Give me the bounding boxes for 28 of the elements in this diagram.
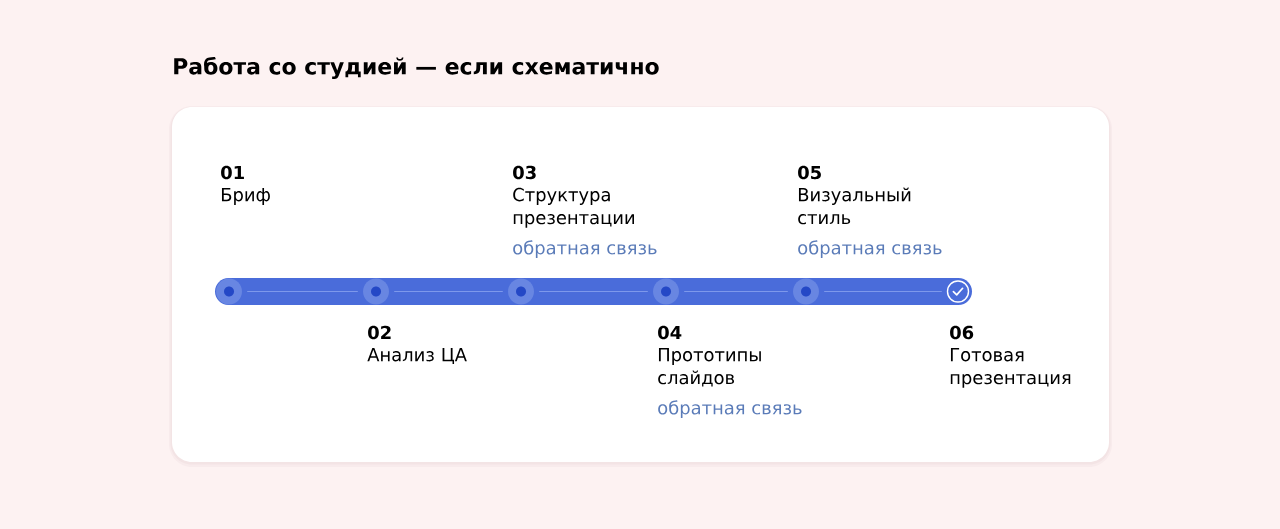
step-name: Готовая презентация	[950, 348, 1071, 388]
connector-line	[538, 291, 649, 292]
step-name: Бриф	[222, 188, 270, 205]
feedback-note: обратная связь	[798, 240, 942, 258]
step-number: 05	[798, 165, 821, 180]
feedback-note: обратная связь	[513, 240, 657, 258]
connector-line	[823, 291, 943, 292]
step-name: Прототипы слайдов	[658, 348, 761, 387]
step-number: 03	[513, 165, 536, 180]
connector-line	[246, 291, 359, 292]
step-number: 04	[658, 325, 682, 340]
step-number: 01	[221, 165, 244, 180]
title: Работа со студией — если схематично	[174, 56, 659, 80]
step-dot	[508, 278, 534, 305]
card	[169, 106, 1112, 467]
step-number: 06	[950, 325, 974, 340]
step-number: 02	[368, 325, 391, 340]
step-name: Анализ ЦА	[367, 348, 467, 364]
connector-line	[683, 291, 789, 292]
step-dot	[793, 278, 819, 305]
feedback-note: обратная связь	[658, 400, 802, 418]
step-dot	[363, 278, 389, 305]
connector-line	[393, 291, 504, 292]
check-circle	[946, 280, 970, 303]
step-dot	[653, 278, 679, 305]
step-dot	[216, 278, 242, 305]
step-name: Структура презентации	[513, 187, 634, 228]
step-name: Визуальный стиль	[798, 187, 911, 225]
